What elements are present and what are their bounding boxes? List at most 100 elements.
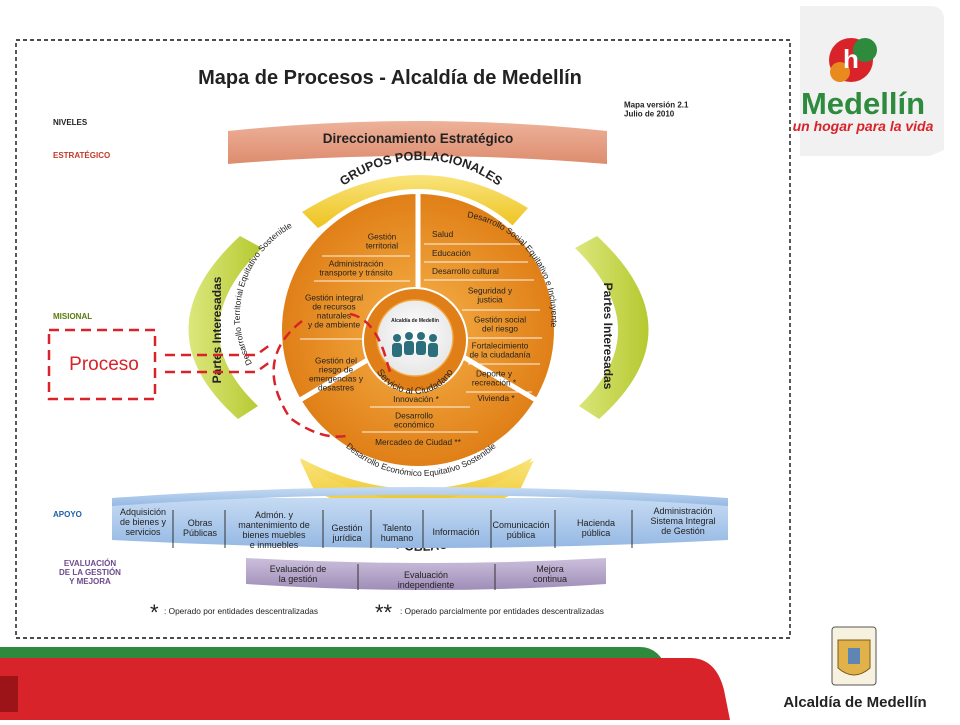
social-process: Educación: [432, 248, 471, 258]
support-bar-top: [112, 487, 728, 506]
dashed-frame: [15, 39, 791, 639]
support-process-line: Sistema Integral: [650, 516, 715, 526]
center-logo-label-line: Alcaldía de Medellín: [391, 318, 439, 324]
footnote-text-1: : Operado por entidades descentralizadas: [164, 606, 318, 616]
callout-label: Proceso: [69, 354, 139, 375]
support-process-line: Información: [432, 527, 479, 537]
social-process-line: Deporte y: [476, 368, 513, 378]
support-process-line: pública: [507, 530, 536, 540]
support-process-line: Públicas: [183, 528, 218, 538]
level-support: APOYO: [53, 510, 82, 519]
territorial-process-line: emergencias y: [309, 373, 364, 383]
territorial-process-line: naturales: [317, 310, 351, 320]
territorial-process-line: Gestión del: [315, 355, 357, 365]
level-evaluation-line: DE LA GESTIÓN: [59, 568, 121, 577]
economic-process-line: económico: [394, 419, 435, 429]
support-process-line: Hacienda: [577, 518, 615, 528]
callout-line-top: [165, 343, 271, 357]
social-process-line: Gestión social: [474, 314, 526, 324]
level-header: NIVELES: [53, 118, 88, 127]
economic-process: Innovación *: [393, 394, 439, 404]
brand-panel: [800, 6, 944, 156]
territorial-process-line: territorial: [366, 240, 398, 250]
process-map: Mapa de Procesos - Alcaldía de MedellínM…: [47, 67, 728, 625]
callout-line-bottom: [165, 360, 271, 374]
brand-logo-dot-icon: [830, 62, 850, 82]
support-process-line: Administración: [653, 506, 712, 516]
support-process-line: jurídica: [331, 533, 361, 543]
citizen-head-icon: [417, 332, 425, 340]
level-strategic: ESTRATÉGICO: [53, 151, 110, 160]
strategic-banner: [228, 121, 607, 164]
map-version-line: Julio de 2010: [624, 109, 675, 118]
citizen-body-icon: [404, 341, 414, 355]
brand-logo-glyph-icon: h: [843, 44, 859, 74]
evaluation-process-line: la gestión: [279, 574, 318, 584]
evaluation-process-line: Evaluación de: [270, 564, 327, 574]
territorial-process-line: desastres: [318, 382, 354, 392]
citizen-head-icon: [405, 332, 413, 340]
social-process-line: justicia: [476, 294, 503, 304]
footnote-mark-2: **: [375, 600, 393, 625]
social-process-line: Desarrollo cultural: [432, 266, 499, 276]
citizen-body-icon: [392, 343, 402, 357]
support-process-line: de Gestión: [661, 526, 705, 536]
social-process: Salud: [432, 229, 454, 239]
social-process-line: Seguridad y: [468, 285, 513, 295]
support-process-line: pública: [582, 528, 611, 538]
support-bar: [112, 498, 728, 548]
social-process-line: Vivienda *: [477, 393, 515, 403]
support-process-line: e inmuebles: [250, 540, 299, 550]
brand-name: Medellín: [801, 86, 925, 121]
territorial-process-line: transporte y tránsito: [319, 267, 393, 277]
economic-process: Mercadeo de Ciudad **: [375, 437, 462, 447]
support-process-line: de bienes y: [120, 517, 167, 527]
support-process-line: Gestión: [331, 523, 362, 533]
social-process-line: Educación: [432, 248, 471, 258]
map-version-line: Mapa versión 2.1: [624, 100, 689, 109]
citizen-head-icon: [393, 334, 401, 342]
footnote-text-2: : Operado parcialmente por entidades des…: [400, 606, 604, 616]
callout-highlight: [272, 312, 392, 438]
interested-parties-right: [575, 236, 649, 419]
social-process: Desarrollo cultural: [432, 266, 499, 276]
support-process: Información: [432, 527, 479, 537]
page-title: Mapa de Procesos - Alcaldía de Medellín: [198, 67, 582, 89]
evaluation-process-line: Evaluación: [404, 570, 448, 580]
economic-process-line: Desarrollo: [395, 410, 433, 420]
territorial-process-line: Administración: [329, 258, 384, 268]
evaluation-process-line: Mejora: [536, 564, 564, 574]
citizen-body-icon: [428, 343, 438, 357]
social-process-line: Fortalecimiento: [472, 340, 529, 350]
social-process-line: recreación *: [472, 377, 517, 387]
social-process-line: de la ciudadanía: [470, 349, 531, 359]
social-process-line: del riesgo: [482, 323, 518, 333]
evaluation-bar: [246, 558, 606, 590]
citizen-body-icon: [416, 341, 426, 355]
territorial-process-line: y de ambiente: [308, 319, 361, 329]
footnote-mark-1: *: [150, 600, 159, 625]
red-band-left: [0, 676, 18, 712]
support-process-line: servicios: [125, 527, 161, 537]
social-process-line: Salud: [432, 229, 454, 239]
center-logo-label: Alcaldía de Medellín: [391, 318, 439, 324]
economic-process-line: Innovación *: [393, 394, 439, 404]
red-band: [0, 658, 730, 720]
coat-of-arms-tower-icon: [848, 648, 860, 664]
social-process: Vivienda *: [477, 393, 515, 403]
